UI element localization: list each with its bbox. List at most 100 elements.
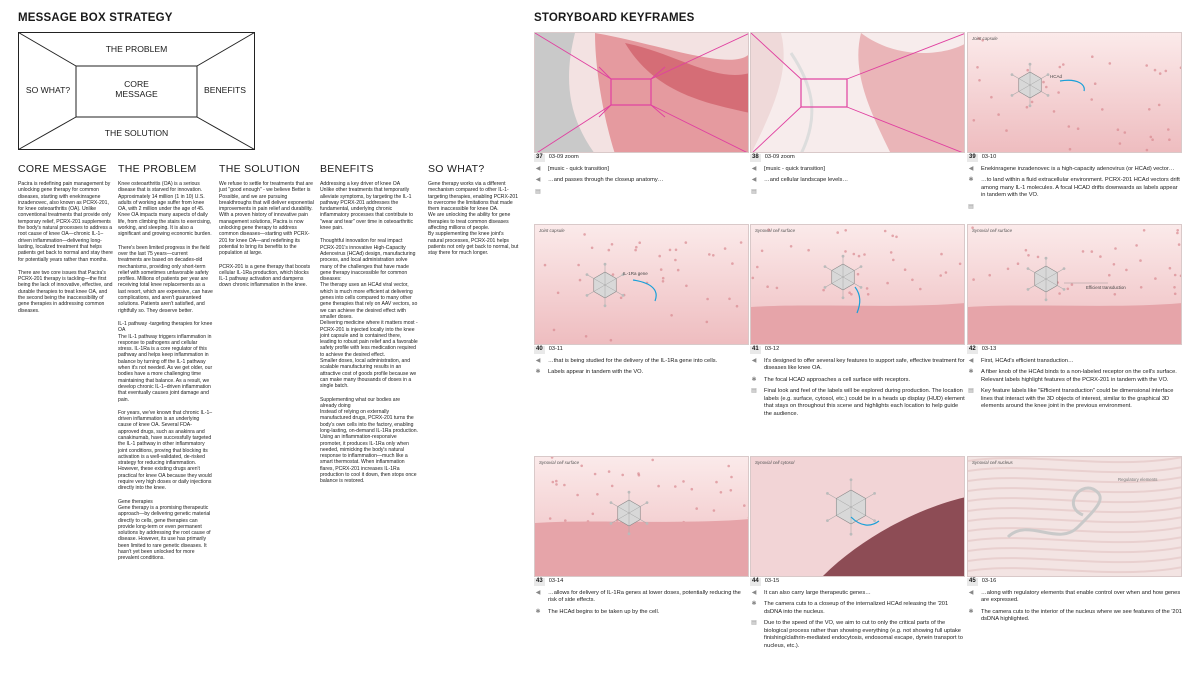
speaker-icon: ◀ <box>535 589 541 596</box>
column-title: SO WHAT? <box>428 163 485 175</box>
speaker-icon: ◀ <box>968 589 974 596</box>
frame-number: 37 <box>534 154 545 162</box>
box-bottom-label: THE SOLUTION <box>104 128 169 138</box>
location-tag: Synovial cell cytosol <box>755 460 795 465</box>
frame-note-text: …and cellular landscape levels… <box>764 177 849 183</box>
column-title: THE SOLUTION <box>219 163 301 175</box>
column-title: BENEFITS <box>320 163 374 175</box>
label-regulatory: Regulatory elements <box>1118 477 1157 482</box>
column-paragraph: Supplementing what our bodies are alread… <box>320 396 418 485</box>
notes-icon: ▤ <box>968 203 974 210</box>
frame-note-text: …that is being studied for the delivery … <box>548 357 718 364</box>
notes-icon: ▤ <box>535 188 541 195</box>
box-left-label: SO WHAT? <box>25 85 71 95</box>
speaker-icon: ◀ <box>751 177 757 183</box>
column-paragraph: There are two core issues that Pacira's … <box>18 269 113 314</box>
frame-number: 38 <box>750 154 761 162</box>
column-paragraph: We refuse to settle for treatments that … <box>219 181 314 257</box>
right-heading: STORYBOARD KEYFRAMES <box>534 12 695 24</box>
message-box-diagram: THE PROBLEM SO WHAT? CORE MESSAGE BENEFI… <box>18 32 255 150</box>
frame-timecode: 03-13 <box>981 346 997 352</box>
frame-timecode: 03-14 <box>548 578 564 584</box>
frame-timecode: 03-11 <box>548 346 563 352</box>
location-tag: Joint capsule <box>972 36 998 41</box>
location-tag: Joint capsule <box>539 228 565 233</box>
keyframe-38-image[interactable] <box>750 32 965 153</box>
column-so-what: SO WHAT? Gene therapy works via a differe… <box>428 163 520 264</box>
column-paragraph: Knee osteoarthritis (OA) is a serious di… <box>118 181 212 238</box>
frame-note-text <box>981 204 1182 212</box>
keyframe-41-image[interactable]: Synovial cell surface <box>750 224 965 345</box>
frame-note-text: Enekinragene inzadenovec is a high-capac… <box>981 165 1175 172</box>
camera-icon: ✱ <box>751 376 757 383</box>
frame-timecode: 03-16 <box>981 578 997 584</box>
camera-icon: ✱ <box>968 177 974 183</box>
frame-number: 39 <box>967 154 978 162</box>
keyframe-39-image[interactable]: HCAd Joint capsule <box>967 32 1182 153</box>
notes-icon: ▤ <box>751 388 757 394</box>
frame-timecode: 03-10 <box>981 154 997 160</box>
location-tag: Synovial cell nucleus <box>972 460 1013 465</box>
speaker-icon: ◀ <box>968 165 974 172</box>
camera-icon: ✱ <box>535 369 541 375</box>
camera-icon: ✱ <box>968 608 974 615</box>
frame-number: 45 <box>967 578 978 586</box>
frame-note-text: Labels appear in tandem with the VO. <box>548 369 644 375</box>
box-center-label: CORE MESSAGE <box>115 79 158 99</box>
speaker-icon: ◀ <box>751 357 757 364</box>
column-paragraph: IL-1 pathway -targeting therapies for kn… <box>118 320 213 403</box>
column-the-solution: THE SOLUTION We refuse to settle for trea… <box>219 163 314 296</box>
frame-note-text: It's designed to offer several key featu… <box>764 357 965 372</box>
column-paragraph: For years, we've known that chronic IL-1… <box>118 409 213 492</box>
location-tag: Synovial cell surface <box>972 228 1013 233</box>
column-paragraph: Addressing a key driver of knee OA Unlik… <box>320 181 414 232</box>
keyframe-43-image[interactable]: Synovial cell surface <box>534 456 749 577</box>
column-paragraph: There's been limited progress in the fie… <box>118 244 213 314</box>
frame-number: 42 <box>967 346 978 354</box>
keyframe-44-image[interactable]: Synovial cell cytosol <box>750 456 965 577</box>
frame-note-text: First, HCAd's efficient transduction… <box>981 357 1074 364</box>
speaker-icon: ◀ <box>751 165 757 172</box>
frame-note-text: [music - quick transition] <box>548 165 610 172</box>
hcad-particle-icon <box>1026 256 1066 302</box>
frame-number: 41 <box>750 346 761 354</box>
camera-icon: ✱ <box>751 601 757 607</box>
column-paragraph: PCRX-201 is a gene therapy that boosts c… <box>219 263 311 289</box>
hcad-particle-icon <box>826 478 876 536</box>
notes-icon: ▤ <box>968 388 974 394</box>
label-hcad: HCAd <box>1050 74 1063 79</box>
column-benefits: BENEFITS Addressing a key driver of knee … <box>320 163 418 492</box>
frame-note-text: The camera cuts to the interior of the n… <box>981 608 1182 623</box>
column-paragraph: Gene therapy works via a different mecha… <box>428 181 519 257</box>
frame-note-text: [music - quick transition] <box>764 165 826 172</box>
column-paragraph: Gene therapies Gene therapy is a promisi… <box>118 498 211 562</box>
notes-icon: ▤ <box>751 620 757 626</box>
box-top-label: THE PROBLEM <box>105 44 168 54</box>
keyframe-37-image[interactable] <box>534 32 749 153</box>
frame-note-text: Due to the speed of the VO, we aim to cu… <box>764 620 963 649</box>
frame-note-text: …allows for delivery of IL-1Ra genes at … <box>548 589 741 604</box>
speaker-icon: ◀ <box>535 177 541 183</box>
frame-timecode: 03-09 zoom <box>764 154 795 160</box>
keyframe-45-image[interactable]: Regulatory elements Synovial cell nucleus <box>967 456 1182 577</box>
camera-icon: ✱ <box>968 369 974 375</box>
speaker-icon: ◀ <box>968 357 974 364</box>
column-paragraph: Pacira is redefining pain management by … <box>18 181 113 263</box>
speaker-icon: ◀ <box>535 165 541 172</box>
frame-note-text: It can also carry large therapeutic gene… <box>764 589 871 596</box>
location-tag: Synovial cell surface <box>539 460 580 465</box>
speaker-icon: ◀ <box>535 357 541 364</box>
frame-timecode: 03-15 <box>764 578 780 584</box>
